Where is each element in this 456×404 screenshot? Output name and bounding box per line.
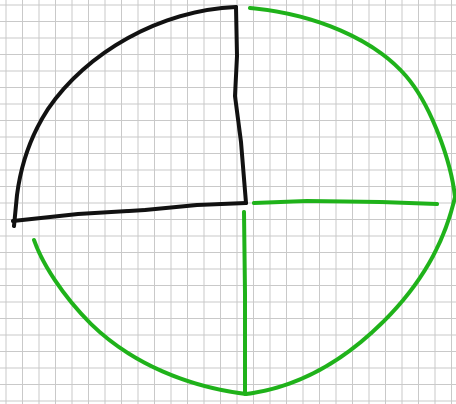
black-quarter-outline: [11, 5, 248, 228]
green-vertical-radius: [242, 210, 247, 396]
green-bottom-right-arc: [244, 195, 456, 396]
green-top-right-arc: [248, 6, 456, 199]
black-quarter-arc: [12, 5, 238, 228]
green-bottom-left-arc: [32, 238, 248, 396]
green-horizontal-radius: [252, 199, 439, 206]
green-quarters-outline: [32, 6, 456, 396]
black-horizontal-radius: [11, 201, 248, 223]
black-vertical-radius: [233, 5, 248, 205]
